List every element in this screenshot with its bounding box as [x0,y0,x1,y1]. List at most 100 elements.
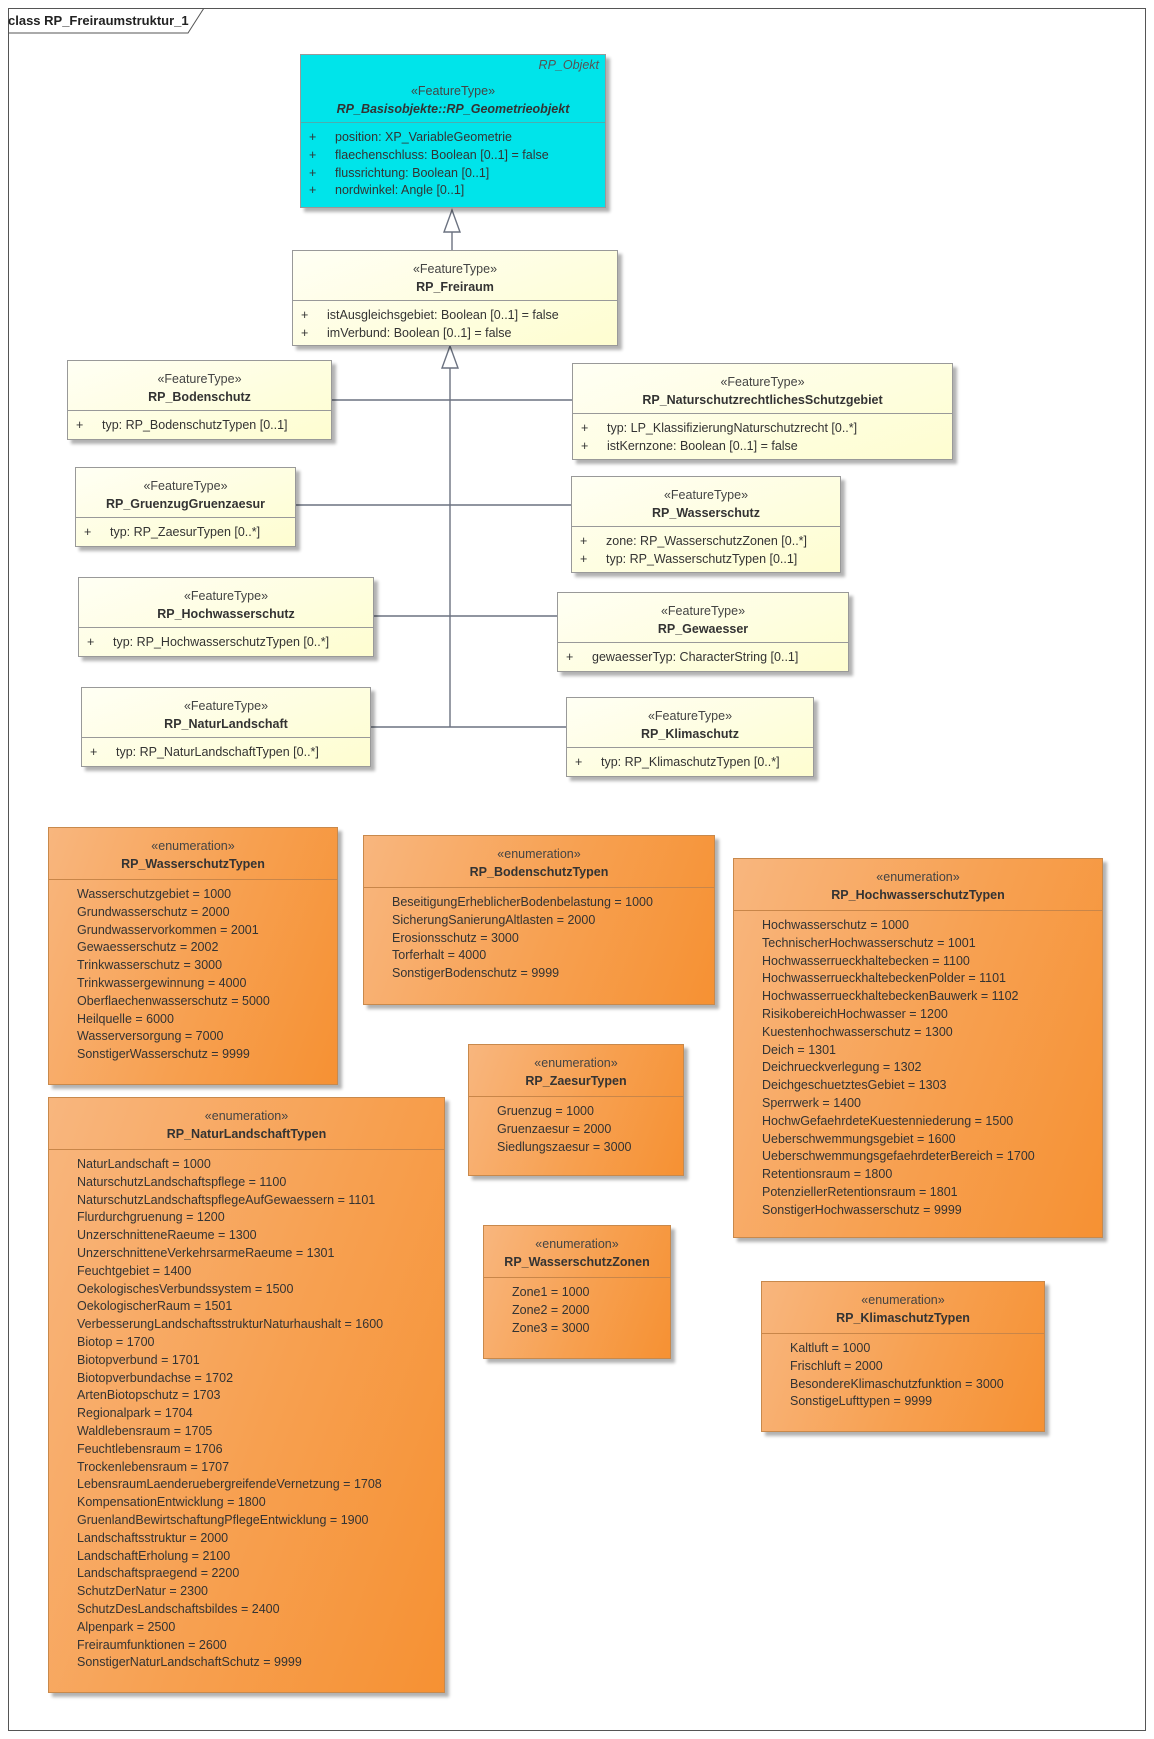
enum-value: ArtenBiotopschutz = 1703 [77,1388,221,1403]
enum-value: HochwGefaehrdeteKuestenniederung = 1500 [762,1113,1014,1128]
attribute-list: +istAusgleichsgebiet: Boolean [0..1] = f… [293,300,617,349]
class-bodenschutz[interactable]: «FeatureType» RP_Bodenschutz +typ: RP_Bo… [67,360,332,440]
attribute-list: +gewaesserTyp: CharacterString [0..1] [558,642,848,673]
enum-value: BeseitigungErheblicherBodenbelastung = 1… [392,895,653,909]
class-gruenzug-gruenzaesur[interactable]: «FeatureType» RP_GruenzugGruenzaesur +ty… [75,467,296,547]
class-freiraum[interactable]: «FeatureType» RP_Freiraum +istAusgleichs… [292,250,618,346]
stereotype: «enumeration» [861,1293,945,1307]
class-name: RP_Gewaesser [657,622,749,636]
enum-value: Erosionsschutz = 3000 [392,930,519,945]
parent-label: RP_Objekt [538,58,599,72]
class-hochwasserschutz[interactable]: «FeatureType» RP_Hochwasserschutz +typ: … [78,577,374,657]
stereotype: «FeatureType» [157,372,242,386]
enum-value: NaturschutzLandschaftspflegeAufGewaesser… [77,1192,376,1207]
enum-value: Gruenzaesur = 2000 [497,1121,612,1136]
enum-name: RP_NaturLandschaftTypen [166,1127,327,1141]
enum-zaesurtypen[interactable]: «enumeration» RP_ZaesurTypen Gruenzug = … [468,1044,684,1176]
class-geometrieobjekt[interactable]: RP_Objekt «FeatureType» RP_Basisobjekte:… [300,54,606,208]
enum-wasserschutzzonen[interactable]: «enumeration» RP_WasserschutzZonen Zone1… [483,1225,671,1359]
enum-value: SonstigeLufttypen = 9999 [790,1394,933,1409]
enum-value: Trinkwasserschutz = 3000 [77,958,223,973]
enum-value: Freiraumfunktionen = 2600 [77,1637,227,1652]
enum-klimaschutztypen[interactable]: «enumeration» RP_KlimaschutzTypen Kaltlu… [761,1281,1045,1432]
class-klimaschutz[interactable]: «FeatureType» RP_Klimaschutz +typ: RP_Kl… [566,697,814,777]
diagram-frame [8,8,1146,1731]
enum-value: Zone3 = 3000 [512,1320,590,1335]
enum-bodenschutztypen[interactable]: «enumeration» RP_BodenschutzTypen Beseit… [363,835,715,1005]
attribute: +flussrichtung: Boolean [0..1] [309,165,490,180]
stereotype: «FeatureType» [663,488,749,502]
enum-value: SonstigerBodenschutz = 9999 [392,966,560,981]
stereotype: «FeatureType» [183,699,269,713]
enum-value: Oberflaechenwasserschutz = 5000 [77,993,270,1008]
class-name: RP_GruenzugGruenzaesur [105,497,266,511]
class-naturschutzrechtliches-schutzgebiet[interactable]: «FeatureType» RP_NaturschutzrechtlichesS… [572,363,953,460]
generalization-arrowhead [443,207,461,233]
enum-naturlandschafttypen[interactable]: «enumeration» RP_NaturLandschaftTypen Na… [48,1097,445,1693]
stereotype: «FeatureType» [660,604,746,618]
enum-value: UnzerschnitteneVerkehrsarmeRaeume = 1301 [77,1245,335,1260]
enum-value: Deichrueckverlegung = 1302 [762,1060,922,1075]
stereotype: «enumeration» [535,1237,619,1251]
enum-value: Waldlebensraum = 1705 [77,1423,213,1438]
enum-value: Trockenlebensraum = 1707 [77,1459,230,1474]
class-wasserschutz[interactable]: «FeatureType» RP_Wasserschutz +zone: RP_… [571,476,841,573]
attribute-list: +typ: RP_HochwasserschutzTypen [0..*] [79,627,373,658]
enum-value: RisikobereichHochwasser = 1200 [762,1006,948,1021]
stereotype: «FeatureType» [410,84,496,98]
attribute: +typ: RP_HochwasserschutzTypen [0..*] [87,635,330,649]
stereotype: «FeatureType» [720,375,805,389]
enum-value: KompensationEntwicklung = 1800 [77,1495,266,1510]
stereotype: «FeatureType» [183,589,269,603]
attribute: +imVerbund: Boolean [0..1] = false [301,325,512,340]
attribute-list: +typ: RP_NaturLandschaftTypen [0..*] [82,737,370,768]
enum-value: Landschaftsstruktur = 2000 [77,1530,229,1545]
attribute: +typ: RP_NaturLandschaftTypen [0..*] [90,745,319,759]
enum-value: Hochwasserschutz = 1000 [762,918,909,932]
enum-value: DeichgeschuetztesGebiet = 1303 [762,1078,947,1093]
attribute: +flaechenschluss: Boolean [0..1] = false [309,147,549,162]
diagram-title-tab [8,8,205,34]
enum-name: RP_WasserschutzZonen [504,1255,650,1269]
enum-hochwasserschutztypen[interactable]: «enumeration» RP_HochwasserschutzTypen H… [733,858,1103,1238]
enum-value-list: BeseitigungErheblicherBodenbelastung = 1… [364,887,714,989]
enum-value: LebensraumLaenderuebergreifendeVernetzun… [77,1477,382,1492]
enum-value: SonstigerWasserschutz = 9999 [77,1047,250,1062]
stereotype: «FeatureType» [412,262,498,276]
enum-wasserschutztypen[interactable]: «enumeration» RP_WasserschutzTypen Wasse… [48,827,338,1085]
attribute: +gewaesserTyp: CharacterString [0..1] [566,650,799,664]
enum-name: RP_ZaesurTypen [525,1074,627,1088]
stereotype: «FeatureType» [143,479,228,493]
enum-value: BesondereKlimaschutzfunktion = 3000 [790,1376,1004,1391]
stereotype: «enumeration» [204,1109,289,1123]
enum-value: VerbesserungLandschaftsstrukturNaturhaus… [77,1317,384,1332]
enum-value: Retentionsraum = 1800 [762,1167,893,1182]
stereotype: «enumeration» [151,839,235,853]
class-naturlandschaft[interactable]: «FeatureType» RP_NaturLandschaft +typ: R… [81,687,371,767]
enum-value: SchutzDerNatur = 2300 [77,1584,208,1599]
attribute-list: +typ: LP_KlassifizierungNaturschutzrecht… [573,413,952,462]
class-name: RP_Basisobjekte::RP_Geometrieobjekt [336,102,570,116]
attribute: +istKernzone: Boolean [0..1] = false [581,438,798,453]
enum-value: UeberschwemmungsgefaehrdeterBereich = 17… [762,1149,1035,1164]
generalization-arrowhead [441,343,459,369]
attribute: +typ: RP_ZaesurTypen [0..*] [84,525,261,539]
attribute: +typ: RP_KlimaschutzTypen [0..*] [575,755,780,769]
class-name: RP_Wasserschutz [652,506,760,520]
diagram-title: class RP_Freiraumstruktur_1 [8,13,189,28]
attribute-list: +typ: RP_KlimaschutzTypen [0..*] [567,747,813,778]
enum-value: Biotopverbundachse = 1702 [77,1370,234,1385]
class-gewaesser[interactable]: «FeatureType» RP_Gewaesser +gewaesserTyp… [557,592,849,672]
enum-value: GruenlandBewirtschaftungPflegeEntwicklun… [77,1512,369,1527]
enum-value: Gruenzug = 1000 [497,1104,594,1118]
enum-value: Wasserschutzgebiet = 1000 [77,887,232,901]
enum-value: Siedlungszaesur = 3000 [497,1139,632,1154]
enum-value: Wasserversorgung = 7000 [77,1029,224,1044]
enum-value: HochwasserrueckhaltebeckenBauwerk = 1102 [762,989,1019,1004]
enum-value: Sperrwerk = 1400 [762,1095,862,1110]
enum-value: OekologischesVerbundssystem = 1500 [77,1281,294,1296]
